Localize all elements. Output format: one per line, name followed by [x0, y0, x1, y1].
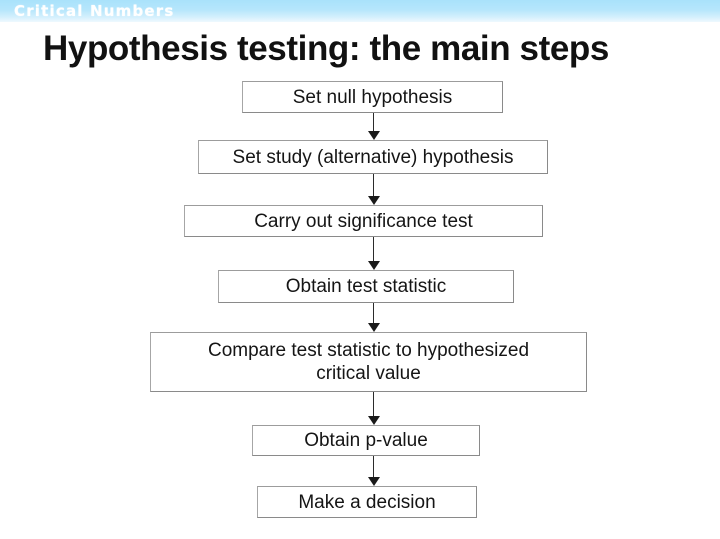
flow-step-obtain-p-value[interactable]: Obtain p-value [252, 425, 480, 456]
flow-arrow-6-to-7 [367, 456, 380, 486]
arrow-head-icon [367, 323, 380, 332]
flow-arrow-1-to-2 [367, 113, 380, 140]
flow-arrow-4-to-5 [367, 303, 380, 332]
arrow-head-icon [367, 131, 380, 140]
banner-title: Critical Numbers [14, 2, 175, 20]
top-banner: Critical Numbers [0, 0, 720, 22]
flow-step-carry-out-significance-test[interactable]: Carry out significance test [184, 205, 543, 237]
flow-step-set-null-hypothesis[interactable]: Set null hypothesis [242, 81, 503, 113]
flow-step-set-study-hypothesis[interactable]: Set study (alternative) hypothesis [198, 140, 548, 174]
flow-arrow-3-to-4 [367, 237, 380, 270]
arrow-head-icon [367, 261, 380, 270]
arrow-stem [372, 303, 374, 323]
arrow-head-icon [367, 416, 380, 425]
arrow-head-icon [367, 477, 380, 486]
flow-step-compare-test-statistic[interactable]: Compare test statistic to hypothesized c… [150, 332, 587, 392]
flow-step-make-a-decision[interactable]: Make a decision [257, 486, 477, 518]
arrow-stem [372, 113, 374, 131]
flow-arrow-2-to-3 [367, 174, 380, 205]
page-title: Hypothesis testing: the main steps [43, 29, 609, 68]
flow-arrow-5-to-6 [367, 392, 380, 425]
arrow-stem [372, 174, 374, 196]
arrow-stem [372, 237, 374, 261]
flow-step-obtain-test-statistic[interactable]: Obtain test statistic [218, 270, 514, 303]
arrow-stem [372, 392, 374, 416]
arrow-stem [372, 456, 374, 477]
arrow-head-icon [367, 196, 380, 205]
